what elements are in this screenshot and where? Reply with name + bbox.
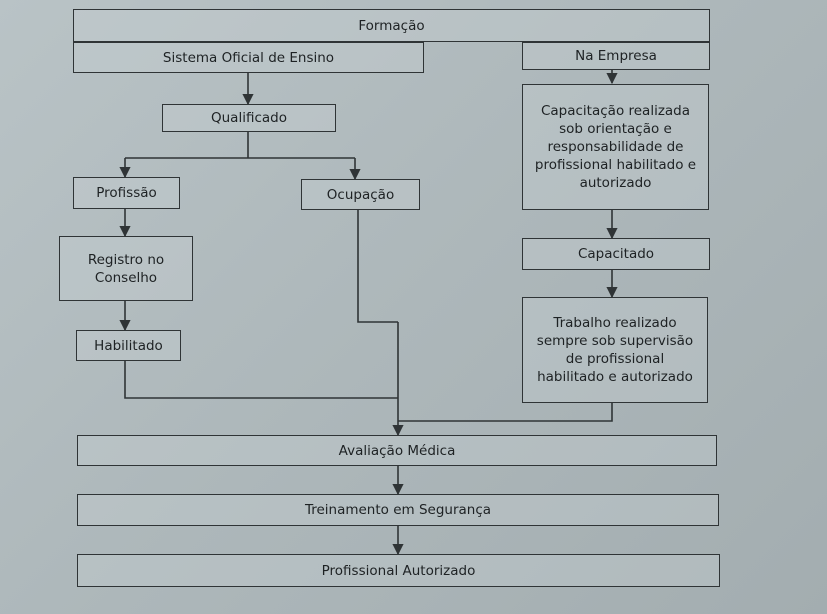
box-treinamento: Treinamento em Segurança: [77, 494, 719, 526]
box-na-empresa: Na Empresa: [522, 42, 710, 70]
box-capacitado: Capacitado: [522, 238, 710, 270]
box-ocupacao: Ocupação: [301, 179, 420, 210]
box-capacitacao: Capacitação realizada sob orientação e r…: [522, 84, 709, 210]
box-profissao: Profissão: [73, 177, 180, 209]
box-autorizado: Profissional Autorizado: [77, 554, 720, 587]
line-ocupacao-merge: [357, 210, 398, 323]
box-formacao: Formação: [73, 9, 710, 42]
box-trabalho: Trabalho realizado sempre sob supervisão…: [522, 297, 708, 403]
box-registro: Registro no Conselho: [59, 236, 193, 301]
box-habilitado: Habilitado: [76, 330, 181, 361]
line-trabalho-merge: [398, 403, 613, 422]
box-avaliacao: Avaliação Médica: [77, 435, 717, 466]
box-sistema-oficial: Sistema Oficial de Ensino: [73, 42, 424, 73]
line-habilitado-merge: [124, 361, 398, 399]
box-qualificado: Qualificado: [162, 104, 336, 132]
